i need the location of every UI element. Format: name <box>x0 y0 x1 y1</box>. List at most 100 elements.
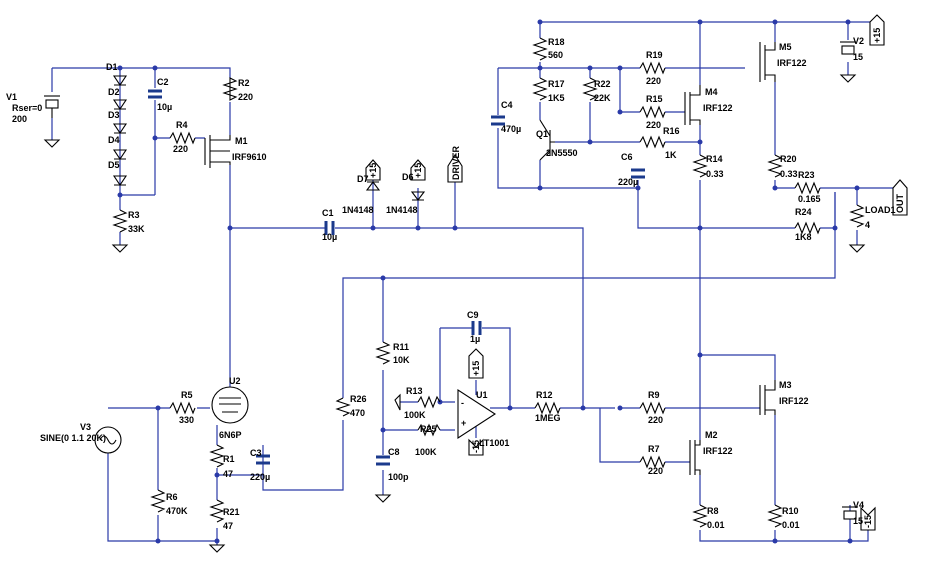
r8-value: 0.01 <box>707 520 725 530</box>
u2-value: 6N6P <box>219 430 242 440</box>
c6-value: 220µ <box>618 177 638 187</box>
m1-ref: M1 <box>235 136 248 146</box>
r16-value: 1K <box>665 150 677 160</box>
v1-value: 200 <box>12 114 27 124</box>
r26-ref: R26 <box>350 394 367 404</box>
r19-ref: R19 <box>646 50 663 60</box>
v1-extra: Rser=0 <box>12 103 42 113</box>
component-labels: V1200Rser=0D1D2D3D4D5C210µR2220R4220M1IR… <box>6 28 905 531</box>
r19-value: 220 <box>646 76 661 86</box>
c8-ref: C8 <box>388 447 400 457</box>
v3-ref: V3 <box>80 422 91 432</box>
r18-value: 560 <box>548 50 563 60</box>
r6-value: 470K <box>166 506 188 516</box>
net-label-out: OUT <box>895 194 905 214</box>
r8-ref: R8 <box>707 506 719 516</box>
r22-value: 22K <box>594 93 611 103</box>
component-symbols: -+ <box>43 14 908 553</box>
r13-value: 100K <box>404 410 426 420</box>
net-label-plus15: +15 <box>471 361 481 376</box>
m3-ref: M3 <box>779 380 792 390</box>
v3-value: SINE(0 1.1 20K) <box>40 433 106 443</box>
opamp-icon: -+ <box>457 388 497 440</box>
c9-ref: C9 <box>467 310 479 320</box>
bjt-icon <box>539 119 555 161</box>
r25-value: 100K <box>415 447 437 457</box>
r20-ref: R20 <box>780 154 797 164</box>
net-label-flags <box>365 14 908 531</box>
vacuum-tube-icon <box>211 386 249 424</box>
u2-ref: U2 <box>229 376 241 386</box>
c1-value: 10µ <box>322 232 337 242</box>
r16-ref: R16 <box>663 126 680 136</box>
battery-icons <box>840 41 858 520</box>
net-label-driver: DRIVER <box>451 145 461 180</box>
r18-ref: R18 <box>548 37 565 47</box>
r26-value: 470 <box>350 408 365 418</box>
r10-ref: R10 <box>782 506 799 516</box>
resistor-icons <box>112 37 865 528</box>
r9-ref: R9 <box>648 390 660 400</box>
c2-value: 10µ <box>157 102 172 112</box>
r2-value: 220 <box>238 92 253 102</box>
wires <box>51 21 905 545</box>
m4-value: IRF122 <box>703 103 733 113</box>
r21-ref: R21 <box>223 507 240 517</box>
r12-value: 1MEG <box>535 413 561 423</box>
v4-value: 15 <box>853 516 863 526</box>
led-diode-stack-icon <box>112 75 128 186</box>
q1-value: 2N5550 <box>546 148 578 158</box>
r14-value: 0.33 <box>706 169 724 179</box>
svg-text:+: + <box>461 418 466 428</box>
r9-value: 220 <box>648 415 663 425</box>
r6-ref: R6 <box>166 492 178 502</box>
r15-value: 220 <box>646 120 661 130</box>
r20-value: 0.33 <box>780 169 798 179</box>
d2-ref: D2 <box>108 87 120 97</box>
m5-value: IRF122 <box>777 58 807 68</box>
m3-value: IRF122 <box>779 396 809 406</box>
r4-ref: R4 <box>176 120 188 130</box>
v1-ref: V1 <box>6 92 17 102</box>
load1-value: 4 <box>865 220 870 230</box>
r13-ref: R13 <box>406 386 423 396</box>
svg-text:-: - <box>461 398 464 408</box>
m5-ref: M5 <box>779 42 792 52</box>
d6-value: 1N4148 <box>386 205 418 215</box>
c4-ref: C4 <box>501 100 513 110</box>
d4-ref: D4 <box>108 135 120 145</box>
u1-value: LT1001 <box>479 438 509 448</box>
d1-ref: D1 <box>106 62 118 72</box>
r17-ref: R17 <box>548 79 565 89</box>
capacitor-icon <box>148 89 162 99</box>
q1-ref: Q1 <box>536 129 548 139</box>
c9-value: 1µ <box>470 334 480 344</box>
u1-ref: U1 <box>476 390 488 400</box>
r7-ref: R7 <box>648 444 660 454</box>
c1-ref: C1 <box>322 208 334 218</box>
net-label-plus15: +15 <box>368 163 378 178</box>
r11-ref: R11 <box>393 342 409 352</box>
load1-ref: LOAD1 <box>865 205 896 215</box>
ground-icons <box>43 74 866 553</box>
c3-ref: C3 <box>250 448 262 458</box>
mosfet-icons <box>204 42 776 475</box>
d7-ref: D7 <box>357 174 369 184</box>
r22-ref: R22 <box>594 79 611 89</box>
junctions <box>117 19 860 544</box>
v2-ref: V2 <box>853 36 864 46</box>
r25-ref: R25 <box>420 424 437 434</box>
r24-value: 1K8 <box>795 232 812 242</box>
r5-ref: R5 <box>181 390 193 400</box>
m2-ref: M2 <box>705 430 718 440</box>
v4-ref: V4 <box>853 500 864 510</box>
r17-value: 1K5 <box>548 93 565 103</box>
m1-value: IRF9610 <box>232 152 267 162</box>
sine-source-icon <box>94 426 122 454</box>
v2-value: 15 <box>853 52 863 62</box>
c3-value: 220µ <box>250 472 270 482</box>
net-label-minus15: -15 <box>863 515 873 528</box>
net-label-plus15: +15 <box>413 163 423 178</box>
r11-value: 10K <box>393 355 410 365</box>
